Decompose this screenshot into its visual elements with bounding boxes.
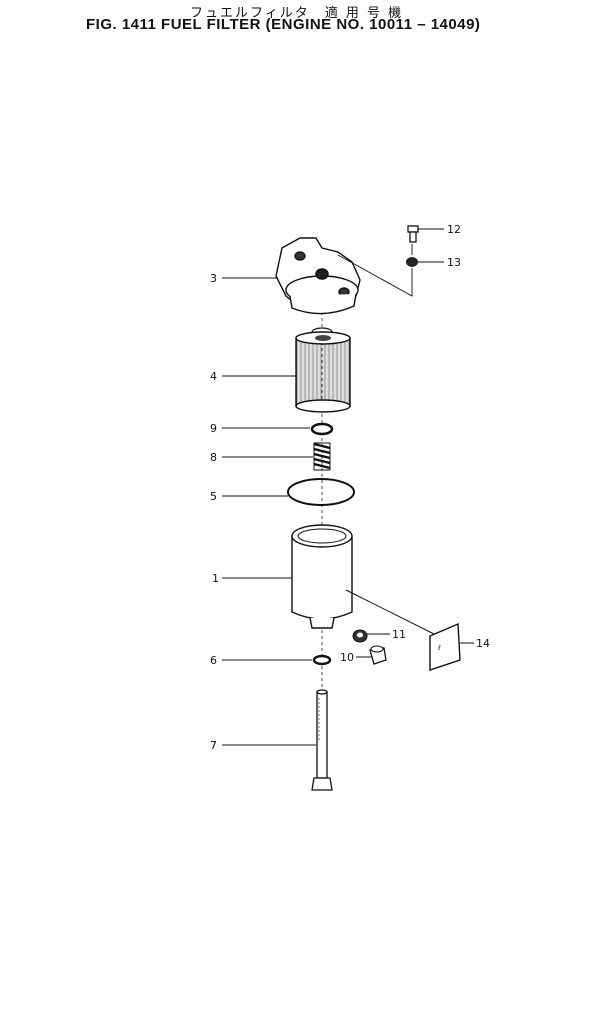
callout-12: 12 xyxy=(447,223,461,236)
washer-part-6 xyxy=(312,654,332,666)
callout-6: 6 xyxy=(210,654,217,667)
callout-7: 7 xyxy=(210,739,217,752)
filter-element-part xyxy=(295,327,351,413)
callout-3: 3 xyxy=(210,272,217,285)
label-plate-part: ℓ xyxy=(429,622,461,671)
leader-lines xyxy=(222,228,474,746)
drain-plug-part-11 xyxy=(352,629,368,643)
assembly-guide-line xyxy=(337,244,413,297)
callout-8: 8 xyxy=(210,451,217,464)
nut-part-13 xyxy=(406,257,418,267)
center-bolt-part xyxy=(311,689,333,791)
filter-case-part xyxy=(291,524,353,629)
callout-1: 1 xyxy=(212,572,219,585)
spring-part xyxy=(313,442,331,471)
callout-5: 5 xyxy=(210,490,217,503)
japanese-title: フュエルフィルタ 適 用 号 機 xyxy=(190,6,404,21)
figure-title: FIG. 1411 FUEL FILTER (ENGINE NO. 10011 … xyxy=(86,16,481,33)
callout-13: 13 xyxy=(447,256,461,269)
callout-14: 14 xyxy=(476,637,490,650)
callout-9: 9 xyxy=(210,422,217,435)
callout-11: 11 xyxy=(392,628,406,641)
washer-part-9 xyxy=(310,422,334,436)
filter-head-part xyxy=(275,237,361,315)
cap-part-10 xyxy=(369,645,387,665)
bolt-part-12 xyxy=(407,225,419,243)
o-ring-part xyxy=(287,478,355,506)
svg-text:ℓ: ℓ xyxy=(437,644,441,652)
callout-10: 10 xyxy=(340,651,354,664)
callout-4: 4 xyxy=(210,370,217,383)
